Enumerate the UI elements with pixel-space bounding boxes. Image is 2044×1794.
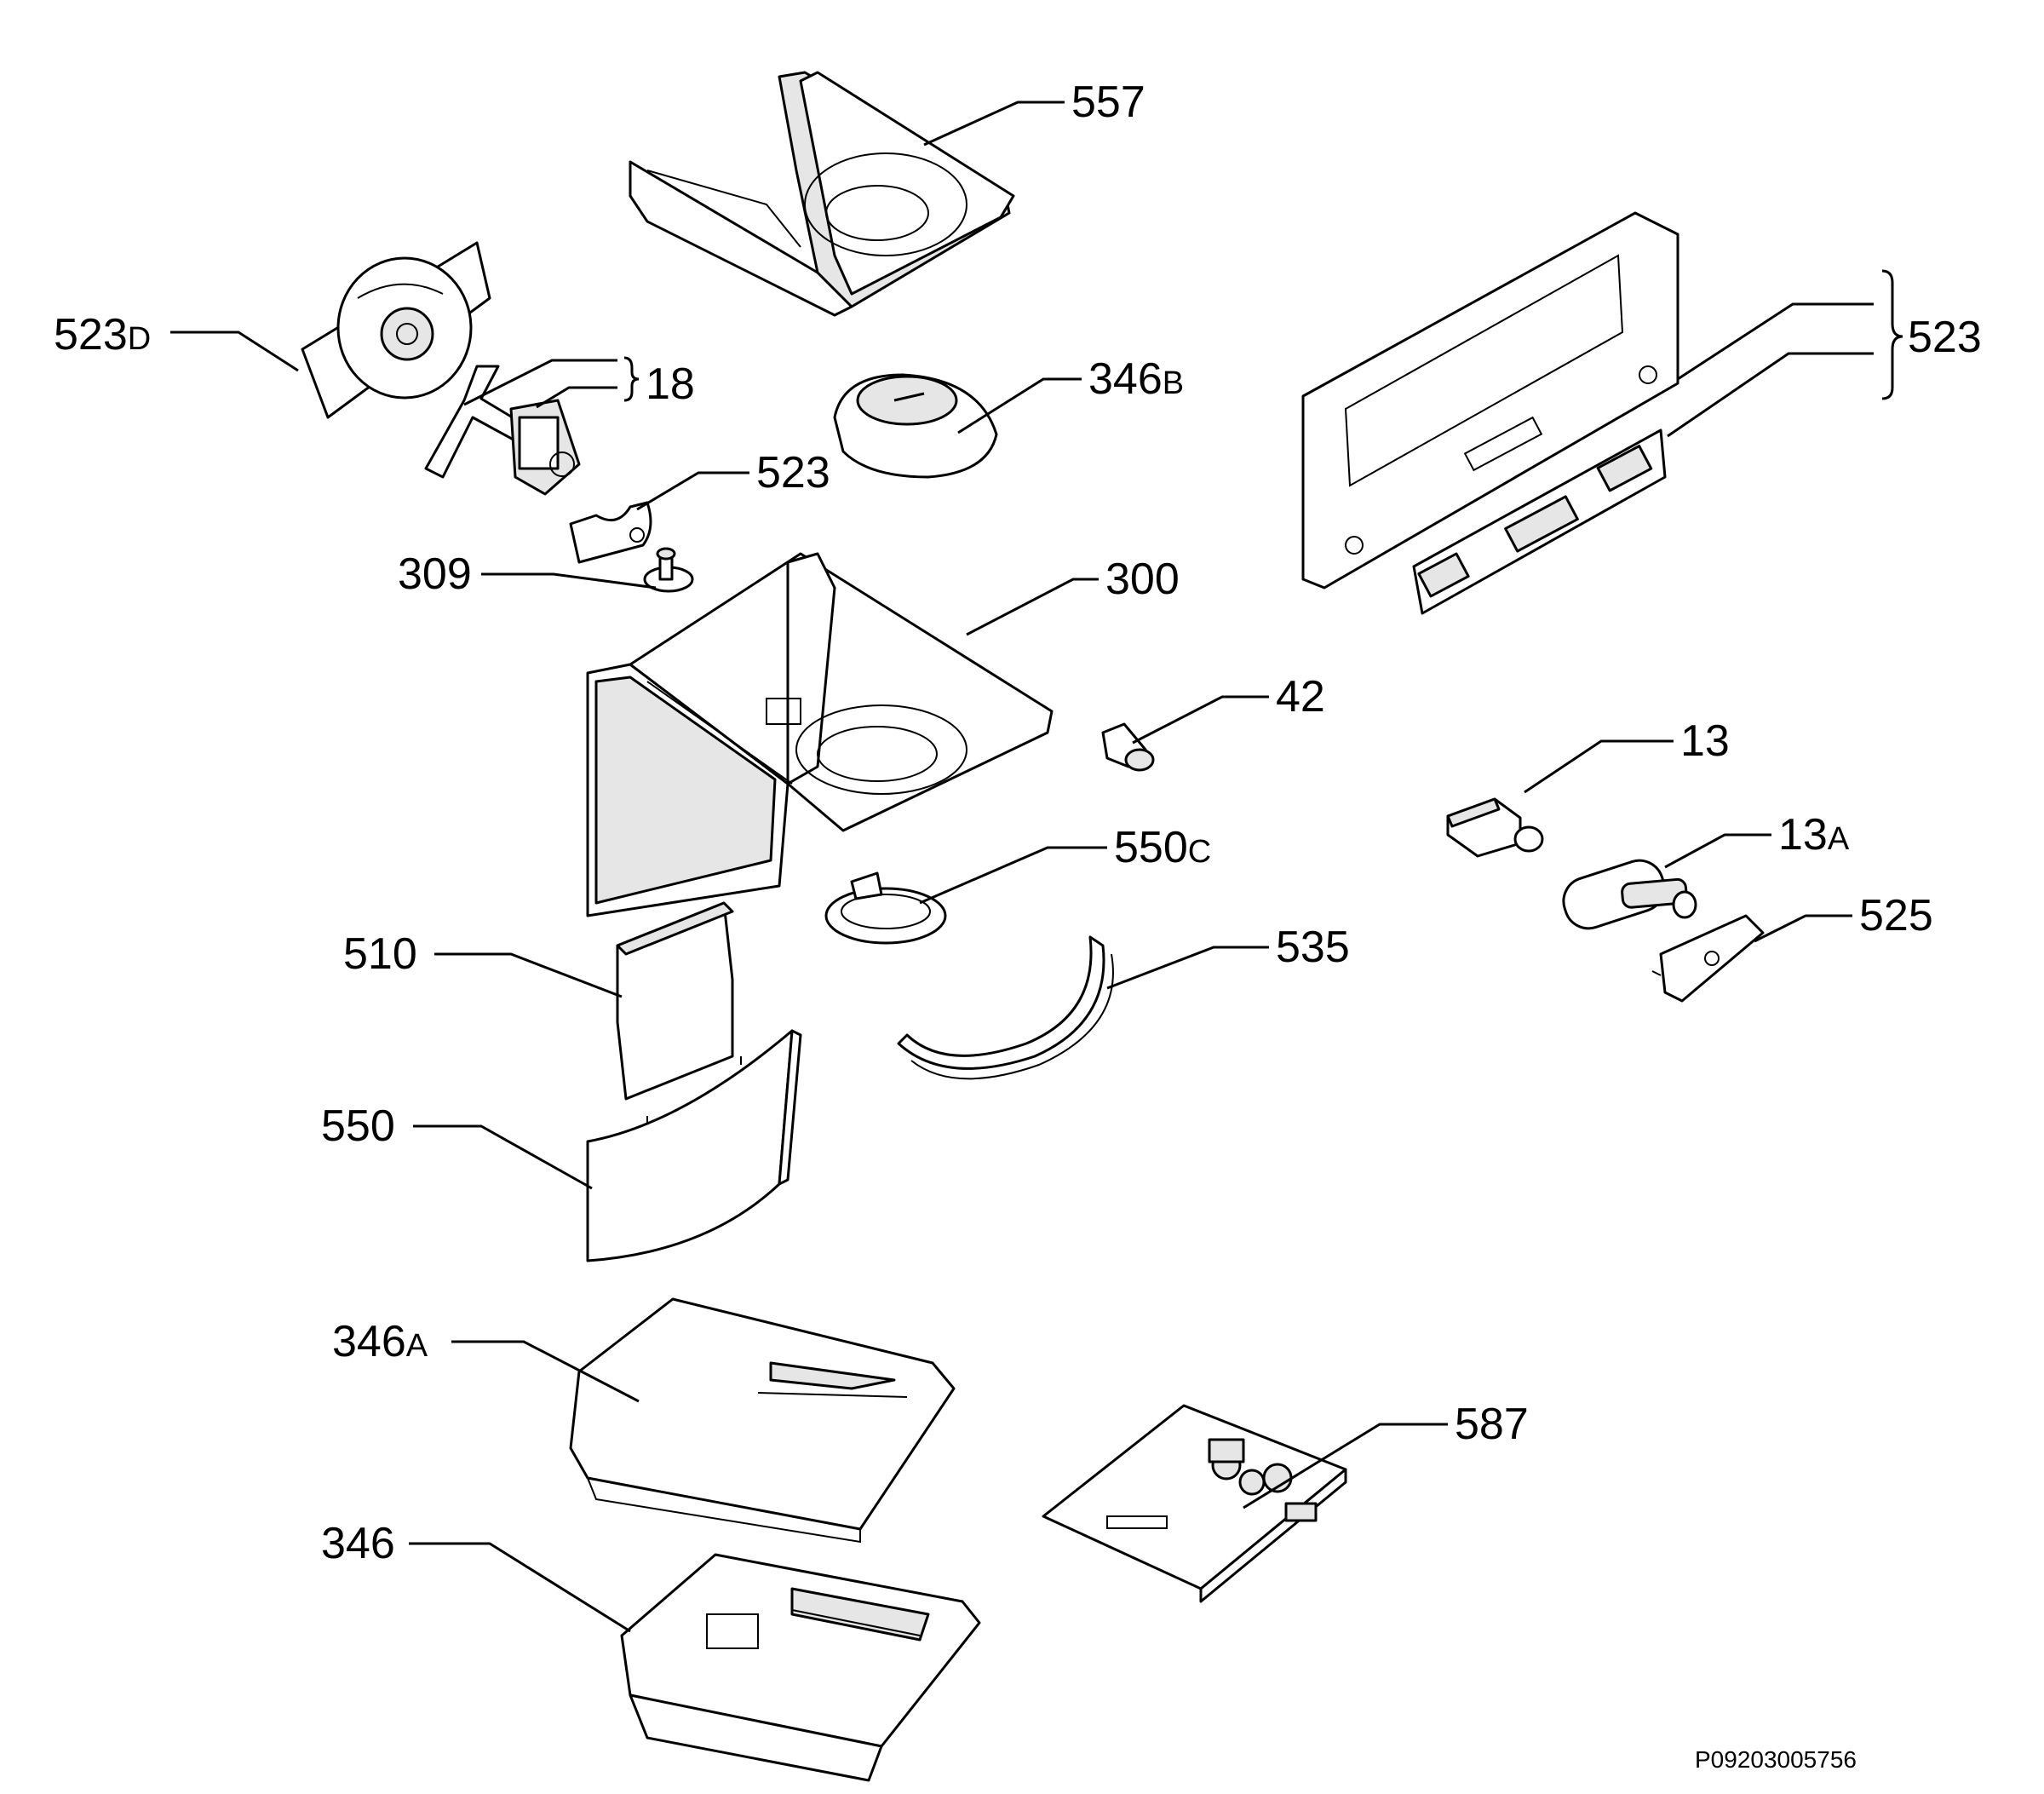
callout-346a: 346A [332,1317,428,1366]
part-523-display-pcb [1412,428,1667,615]
callout-510: 510 [343,929,417,979]
part-309-knob [643,547,694,593]
part-346-base-box [620,1553,981,1782]
part-346b-cap [833,373,998,479]
leader-523d [170,331,299,372]
leader-346a [451,1340,640,1403]
callout-557: 557 [1071,78,1145,127]
leader-lines [170,101,1903,1633]
part-535-seal-strip [897,935,1114,1080]
part-346a-lid [569,1297,956,1544]
bracket-18 [623,356,640,402]
part-525-cover-plate [1651,914,1765,1003]
callout-346: 346 [321,1519,395,1568]
callout-535: 535 [1276,923,1350,972]
leader-13a [1664,833,1771,869]
callout-309: 309 [398,549,472,599]
callout-labels: 557 523D 18 346B 523 523 309 300 42 13 1… [54,78,1982,1773]
part-510-filter-pad [616,901,734,1101]
part-300-main-housing [586,552,1054,917]
leader-525 [1754,914,1852,943]
part-13a-knob [1562,859,1697,930]
drawing-reference-code: P09203005756 [1695,1746,1857,1773]
callout-525: 525 [1859,891,1933,940]
leader-18-motor [536,386,617,409]
part-18-fan-motor [509,399,581,496]
part-523-display-panel [1301,211,1679,589]
leader-309 [481,572,657,589]
leader-557 [923,101,1065,147]
leader-535 [1106,946,1269,990]
leader-18-blade [463,359,617,406]
callout-13: 13 [1680,716,1730,766]
callout-18: 18 [646,359,695,409]
part-550c-ring [824,871,947,945]
leader-346 [409,1542,631,1633]
part-523d-fan-shroud [301,241,491,419]
leader-13 [1524,739,1674,794]
leader-550 [413,1124,593,1190]
part-42-lamp-holder [1101,722,1155,772]
leader-587 [1243,1423,1448,1509]
part-550-front-cover [586,1029,802,1262]
part-13-switch [1446,797,1544,858]
callout-346b: 346B [1088,354,1184,404]
leader-42 [1132,695,1269,745]
bracket-523 [1881,269,1903,400]
leader-523-panel-pcb [1667,352,1874,438]
leader-346b [957,377,1082,434]
part-557-top-tray [629,71,1015,317]
callout-13a: 13A [1778,810,1850,860]
callout-300: 300 [1105,555,1180,604]
leader-523-bracket [636,471,749,511]
callout-523-bracket: 523 [756,448,830,497]
leader-550c [919,846,1107,905]
callout-587: 587 [1455,1400,1529,1449]
leader-300 [966,578,1099,636]
callout-42: 42 [1276,672,1325,722]
part-523-bracket [569,501,652,564]
leader-510 [434,952,623,998]
part-587-circuit-board [1042,1404,1347,1603]
callout-523d: 523D [54,310,151,359]
callout-523-panel: 523 [1908,313,1982,362]
callout-550: 550 [321,1101,395,1151]
callout-550c: 550C [1114,823,1211,872]
leader-523-panel-top [1677,302,1874,381]
